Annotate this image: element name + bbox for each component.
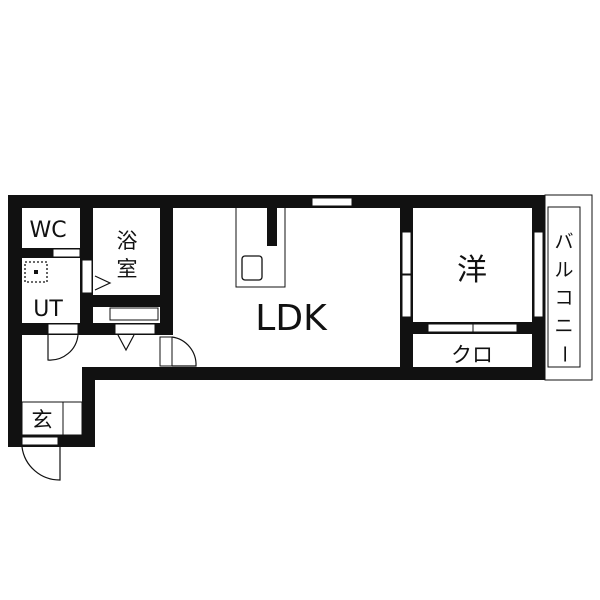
- closet-door: [427, 323, 474, 333]
- ldk-sliding-door: [401, 231, 412, 275]
- washing-machine-icon: [24, 261, 48, 283]
- room-label-ldk: LDK: [255, 298, 328, 339]
- room-label-closet: クロ: [451, 343, 493, 367]
- balcony-char: ル: [554, 259, 573, 281]
- room-label-western: 洋: [457, 253, 487, 288]
- door-swings: [21, 275, 197, 481]
- ldk-door-frame: [159, 336, 173, 367]
- room-label-bath-1: 浴: [117, 229, 138, 253]
- room-label-entrance: 玄: [32, 408, 53, 432]
- room-label-bath-2: 室: [117, 257, 138, 281]
- bath-door: [81, 259, 93, 294]
- kitchen-wall: [267, 208, 277, 246]
- balcony-char: ニ: [554, 315, 573, 337]
- storage-door: [109, 307, 159, 321]
- room-outlines: [21, 194, 593, 436]
- balcony-char: バ: [554, 231, 573, 253]
- balcony-char: コ: [554, 287, 573, 309]
- balcony-outer: [544, 194, 593, 381]
- entrance-box: [21, 401, 83, 436]
- openings: [21, 197, 544, 446]
- sink-icon: [241, 255, 263, 281]
- wc-door: [52, 248, 81, 258]
- window-top: [311, 197, 353, 207]
- balcony-char: ー: [553, 344, 575, 363]
- room-label-wc: WC: [29, 218, 66, 243]
- room-label-balcony: バ ル コ ニ ー: [553, 231, 575, 364]
- western-window: [533, 231, 544, 318]
- entrance-door-frame: [21, 436, 59, 446]
- kitchen-counter: [235, 208, 286, 288]
- ut-door: [47, 323, 79, 335]
- balcony-inner: [547, 206, 581, 368]
- room-label-ut: UT: [33, 297, 63, 322]
